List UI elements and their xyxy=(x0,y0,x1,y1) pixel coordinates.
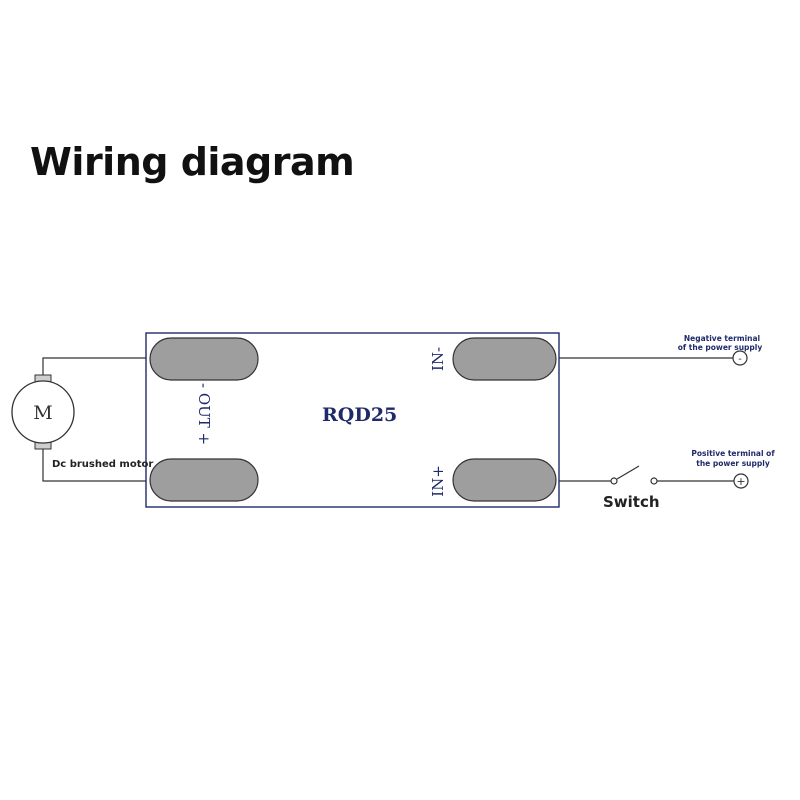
pads xyxy=(149,337,557,502)
switch-contact-right xyxy=(650,477,658,485)
negative-terminal-symbol: - xyxy=(738,354,742,365)
page-title: Wiring diagram xyxy=(30,140,355,184)
negative-terminal-line2: of the power supply xyxy=(678,343,763,352)
module-name: RQD25 xyxy=(322,404,397,426)
motor-letter: M xyxy=(33,402,52,424)
motor-label: Dc brushed motor xyxy=(52,459,153,470)
switch-symbol xyxy=(610,465,658,485)
in-plus-label: IN+ xyxy=(429,465,447,497)
positive-terminal-symbol: + xyxy=(736,475,745,488)
pad-out-minus xyxy=(149,337,259,381)
negative-terminal-icon xyxy=(732,350,748,366)
negative-terminal-line1: Negative terminal xyxy=(684,334,760,343)
motor-circle xyxy=(11,380,75,444)
positive-terminal-line2: the power supply xyxy=(696,459,770,468)
switch-contact-left xyxy=(610,477,618,485)
in-minus-label: IN- xyxy=(429,347,447,371)
switch-lever xyxy=(616,465,640,480)
positive-terminal-icon xyxy=(733,473,749,489)
motor-symbol: M xyxy=(11,374,75,450)
pad-out-plus xyxy=(149,458,259,502)
pad-in-minus xyxy=(452,337,557,381)
switch-label: Switch xyxy=(603,493,660,511)
pad-in-plus xyxy=(452,458,557,502)
positive-terminal-line1: Positive terminal of xyxy=(691,449,775,458)
out-label: - OUT + xyxy=(195,383,213,445)
